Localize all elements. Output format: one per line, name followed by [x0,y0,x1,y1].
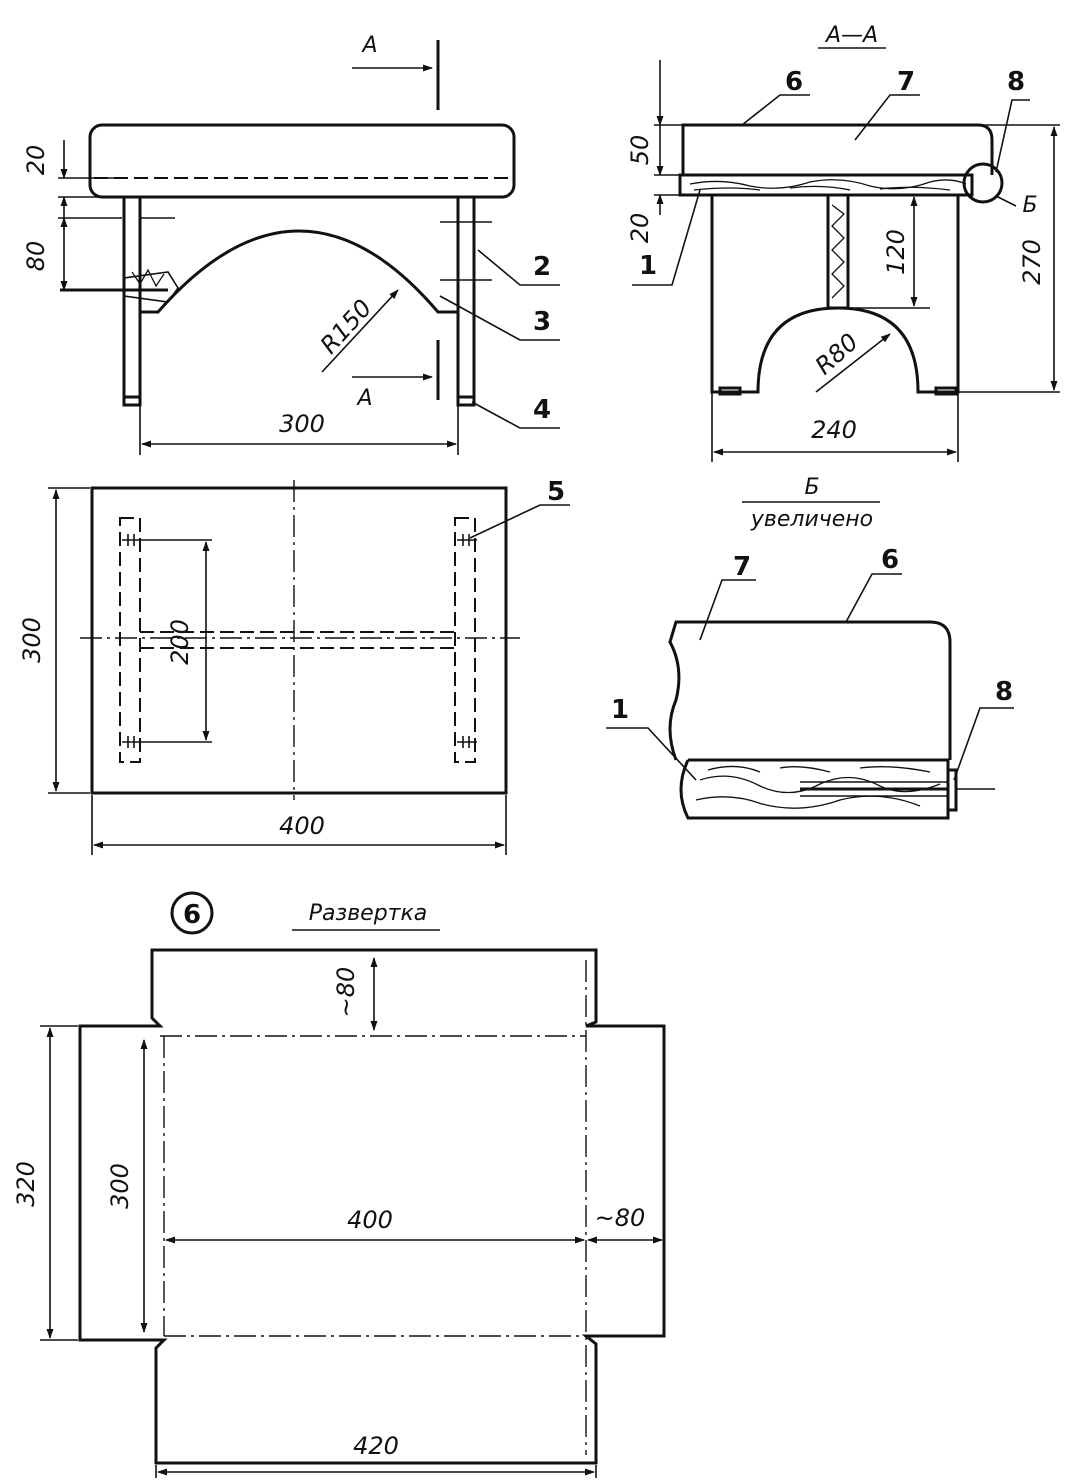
section-a-a-title: A—A [824,23,878,48]
detail-b-subtitle: увеличено [750,507,873,532]
detail-b-title: Б [804,475,819,500]
detail-circle-b [962,162,1004,204]
section-a-top: A [360,33,377,58]
development-dim-320: 320 [12,1161,40,1207]
development-dim-420: 420 [353,1432,399,1460]
front-dim-80: 80 [22,241,50,272]
part-label-8-detail: 8 [995,677,1013,707]
part-label-4: 4 [533,395,551,425]
part-label-6-section: 6 [785,67,803,97]
top-dim-200: 200 [166,619,194,665]
section-dim-240: 240 [811,416,857,444]
development-part-circle [170,891,214,935]
section-dim-50: 50 [626,135,654,166]
stretcher-arch [140,229,458,314]
development-title: Развертка [309,901,428,926]
section-dim-120: 120 [882,229,910,275]
front-dim-r150: R150 [315,294,378,359]
development-dim-80-top: ~80 [332,967,360,1018]
top-dim-400: 400 [279,812,325,840]
section-seat-board [678,173,974,197]
development-outline [78,948,666,1465]
top-view-outline [90,486,508,795]
part-label-1-section: 1 [639,251,657,281]
front-dim-20: 20 [22,145,50,176]
front-dim-300: 300 [279,410,325,438]
detail-b-label: Б [1022,193,1037,218]
development-view: 6 Развертка ~80 320 300 400 ~80 420 [12,891,666,1478]
part-label-1-detail: 1 [611,695,629,725]
section-dim-r80: R80 [810,328,864,380]
development-dim-80-side: ~80 [595,1204,646,1232]
section-dim-20: 20 [626,213,654,244]
part-label-5: 5 [547,477,565,507]
development-dim-400: 400 [347,1206,393,1234]
front-view: 20 80 R150 300 A A 2 3 4 [22,33,560,455]
part-label-6-detail: 6 [881,545,899,575]
top-dim-300: 300 [18,617,46,663]
seat-cushion [88,123,516,199]
part-label-7-detail: 7 [733,552,751,582]
detail-cushion [668,620,952,761]
part-label-3: 3 [533,307,551,337]
top-view: 200 300 400 5 [18,477,570,855]
development-dim-300: 300 [106,1163,134,1209]
detail-b-enlarged: Б увеличено 7 6 1 8 [606,475,1014,820]
leg-right [456,195,476,399]
development-part-number: 6 [183,900,201,930]
section-cushion [681,123,994,175]
part-label-2: 2 [533,252,551,282]
section-view-a-a: A—A Б 50 20 120 270 [626,23,1060,462]
part-label-7-section: 7 [897,67,915,97]
section-a-bottom: A [355,386,372,411]
section-dim-270: 270 [1018,239,1046,285]
part-label-8-section: 8 [1007,67,1025,97]
